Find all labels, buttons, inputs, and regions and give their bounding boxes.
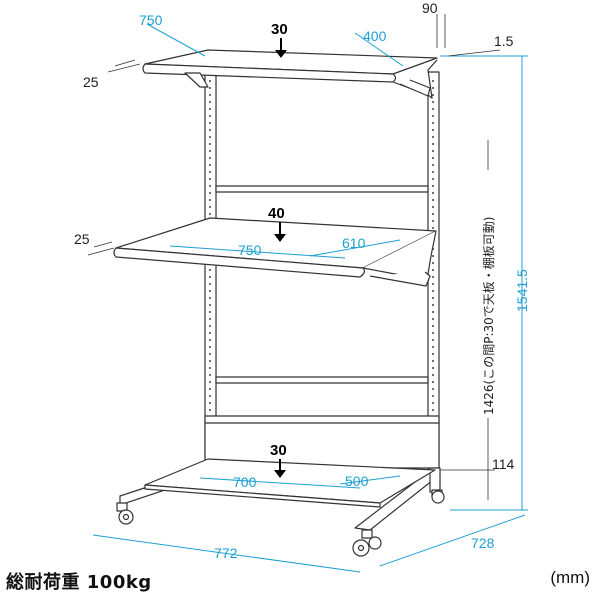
pitch-note-label: 1426(この間P:30で天板・棚板可動) — [481, 217, 496, 415]
left-post — [204, 71, 217, 473]
right-post — [427, 71, 440, 475]
base-depth-label: 728 — [471, 535, 495, 551]
caster-front-right — [352, 529, 382, 557]
bottom-height-label: 114 — [492, 456, 515, 472]
mid-overhang-label: 25 — [74, 231, 90, 247]
bottom-load-label: 30 — [270, 442, 287, 459]
top-load-label: 30 — [271, 21, 288, 38]
caster-front-left — [116, 502, 134, 525]
leader-lines — [87, 14, 501, 500]
top-offset-label: 90 — [422, 0, 438, 16]
lower-crossbar — [215, 376, 429, 384]
top-shelf-depth-label: 400 — [363, 28, 387, 44]
mid-load-label: 40 — [268, 205, 285, 222]
mid-shelf-width-label: 750 — [238, 242, 262, 258]
upper-crossbar — [215, 185, 429, 193]
bottom-shelf-depth-label: 500 — [345, 473, 369, 489]
base-width-label: 772 — [214, 545, 238, 561]
top-overhang-label: 25 — [83, 74, 99, 90]
bottom-shelf-width-label: 700 — [233, 474, 257, 490]
caster-back-right — [431, 489, 445, 504]
unit-label: (mm) — [550, 568, 590, 587]
total-load-caption: 総耐荷重 100kg — [6, 572, 152, 593]
back-panel — [204, 415, 440, 469]
top-shelf-width-label: 750 — [139, 12, 163, 28]
total-height-label: 1541.5 — [514, 269, 530, 312]
rack-structure — [113, 49, 445, 557]
top-thickness-label: 1.5 — [494, 33, 514, 49]
mid-shelf-depth-label: 610 — [342, 235, 366, 251]
dimension-lines — [92, 23, 528, 573]
load-arrows — [274, 38, 287, 478]
